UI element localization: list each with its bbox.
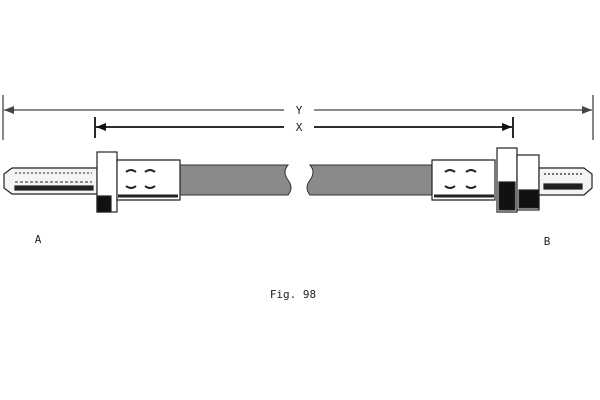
right-fitting bbox=[431, 147, 593, 213]
dimension-y-label: Y bbox=[296, 104, 303, 117]
end-label-a: A bbox=[35, 233, 42, 246]
dimension-y bbox=[2, 95, 594, 140]
dimension-x-label: X bbox=[296, 121, 303, 134]
dimension-x bbox=[94, 117, 514, 138]
hose-body bbox=[177, 164, 435, 196]
figure-caption: Fig. 98 bbox=[270, 288, 316, 301]
end-label-b: B bbox=[544, 235, 551, 248]
left-fitting bbox=[3, 151, 181, 213]
